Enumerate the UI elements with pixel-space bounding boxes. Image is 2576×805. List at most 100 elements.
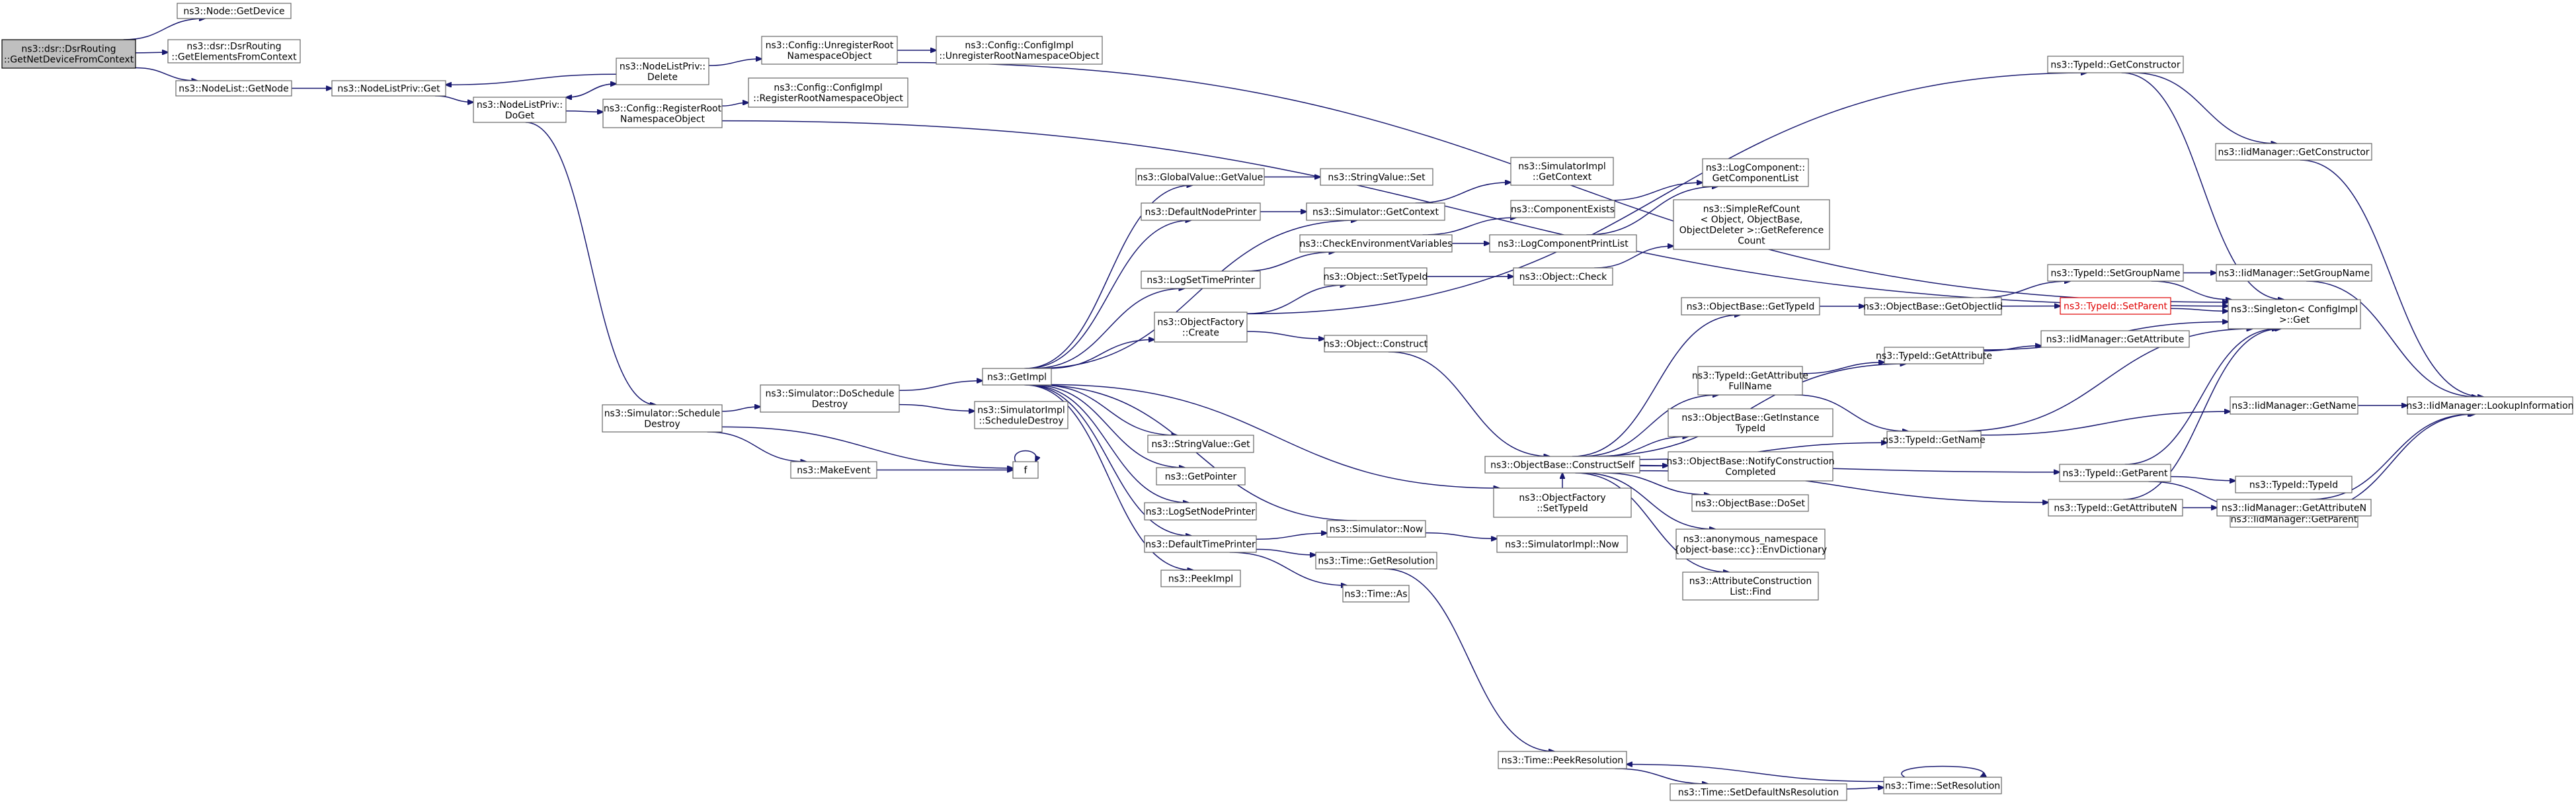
function-node-simulator-now[interactable]: ns3::Simulator::Now bbox=[1326, 520, 1426, 538]
function-node-objectfactory-create[interactable]: ns3::ObjectFactory::Create bbox=[1154, 312, 1248, 343]
node-label: ns3::ObjectBase::GetInstance bbox=[1681, 413, 1819, 423]
node-box bbox=[616, 58, 709, 85]
function-node-logcomponent-getlist[interactable]: ns3::LogComponent::GetComponentList bbox=[1702, 158, 1809, 187]
function-node-nodelistpriv-doget[interactable]: ns3::NodeListPriv::DoGet bbox=[473, 97, 567, 123]
function-node-object-construct[interactable]: ns3::Object::Construct bbox=[1324, 335, 1428, 353]
function-node-defaultnodeprinter[interactable]: ns3::DefaultNodePrinter bbox=[1141, 202, 1261, 221]
function-node-config-register[interactable]: ns3::Config::RegisterRootNamespaceObject bbox=[602, 99, 723, 128]
function-node-nodelistpriv-delete[interactable]: ns3::NodeListPriv::Delete bbox=[616, 58, 709, 85]
node-label: ns3::Config::ConfigImpl bbox=[774, 83, 882, 93]
function-node-object-check[interactable]: ns3::Object::Check bbox=[1513, 267, 1613, 286]
function-node-globalvalue-getvalue[interactable]: ns3::GlobalValue::GetValue bbox=[1135, 168, 1265, 186]
function-node-componentexists[interactable]: ns3::ComponentExists bbox=[1510, 200, 1615, 218]
function-node-config-unregister[interactable]: ns3::Config::UnregisterRootNamespaceObje… bbox=[761, 36, 898, 65]
node-label: ns3::Simulator::GetContext bbox=[1312, 207, 1439, 218]
call-edge bbox=[708, 59, 762, 66]
function-node-simulatorimpl-now[interactable]: ns3::SimulatorImpl::Now bbox=[1496, 535, 1628, 553]
function-node-anon-envdictionary[interactable]: ns3::anonymous_namespace{object-base::cc… bbox=[1674, 529, 1827, 560]
node-box bbox=[1147, 435, 1254, 453]
node-label: ns3::Singleton< ConfigImpl bbox=[2231, 304, 2358, 315]
function-node-iidmanager-getattribute[interactable]: ns3::IidManager::GetAttribute bbox=[2040, 330, 2190, 348]
function-node-objectfactory-settypeid[interactable]: ns3::ObjectFactory::SetTypeId bbox=[1493, 487, 1632, 518]
function-node-stringvalue-get[interactable]: ns3::StringValue::Get bbox=[1147, 435, 1254, 453]
function-node-makeevent[interactable]: ns3::MakeEvent bbox=[790, 461, 877, 479]
function-node-simulator-scheduledestroy[interactable]: ns3::Simulator::ScheduleDestroy bbox=[602, 404, 723, 433]
function-node-typeid-setgroupname[interactable]: ns3::TypeId::SetGroupName bbox=[2047, 264, 2184, 282]
node-box bbox=[2216, 499, 2372, 517]
call-edge bbox=[1594, 246, 1673, 269]
function-node-typeid-getconstructor[interactable]: ns3::TypeId::GetConstructor bbox=[2047, 56, 2184, 73]
function-node-simulator-getcontext[interactable]: ns3::Simulator::GetContext bbox=[1306, 202, 1445, 221]
function-node-logsettimeprinter[interactable]: ns3::LogSetTimePrinter bbox=[1141, 271, 1261, 289]
function-node-nodelist-getnode[interactable]: ns3::NodeList::GetNode bbox=[175, 80, 292, 97]
call-edge bbox=[1246, 73, 2087, 315]
function-node-checkenvvars[interactable]: ns3::CheckEnvironmentVariables bbox=[1299, 234, 1453, 253]
function-node-typeid-setparent[interactable]: ns3::TypeId::SetParent bbox=[2060, 297, 2171, 315]
function-node-configimpl-register[interactable]: ns3::Config::ConfigImpl::RegisterRootNam… bbox=[748, 77, 908, 108]
function-node-getpointer[interactable]: ns3::GetPointer bbox=[1156, 467, 1246, 486]
function-node-iidmanager-getconstructor[interactable]: ns3::IidManager::GetConstructor bbox=[2215, 143, 2372, 161]
node-box bbox=[1326, 520, 1426, 538]
function-node-nodelistpriv-get[interactable]: ns3::NodeListPriv::Get bbox=[331, 80, 446, 97]
node-label: Destroy bbox=[812, 400, 848, 410]
function-node-objectbase-gettypeid[interactable]: ns3::ObjectBase::GetTypeId bbox=[1681, 297, 1820, 316]
function-node-peekimpl[interactable]: ns3::PeekImpl bbox=[1160, 570, 1241, 587]
function-node-time-setdefaultnsresolution[interactable]: ns3::Time::SetDefaultNsResolution bbox=[1670, 783, 1847, 801]
function-node-dsr-getelements[interactable]: ns3::dsr::DsrRouting::GetElementsFromCon… bbox=[167, 39, 301, 64]
function-node-typeid-getattributen[interactable]: ns3::TypeId::GetAttributeN bbox=[2048, 499, 2183, 517]
function-node-objectbase-notifyconstruction[interactable]: ns3::ObjectBase::NotifyConstructionCompl… bbox=[1666, 451, 1835, 482]
function-node-object-settypeid[interactable]: ns3::Object::SetTypeId bbox=[1324, 267, 1428, 286]
call-edge bbox=[1575, 472, 1729, 572]
function-node-time-peekresolution[interactable]: ns3::Time::PeekResolution bbox=[1498, 751, 1627, 769]
node-box bbox=[1320, 168, 1433, 186]
node-label: ns3::Config::ConfigImpl bbox=[965, 40, 1073, 51]
function-node-defaulttimeprinter[interactable]: ns3::DefaultTimePrinter bbox=[1144, 535, 1257, 553]
function-node-f[interactable]: f bbox=[1012, 461, 1039, 479]
node-label: ns3::Time::PeekResolution bbox=[1502, 755, 1624, 766]
node-label: ns3::LogComponentPrintList bbox=[1498, 239, 1629, 249]
function-node-time-as[interactable]: ns3::Time::As bbox=[1342, 585, 1410, 603]
node-label: ns3::LogSetTimePrinter bbox=[1147, 275, 1255, 286]
function-node-typeid-getparent[interactable]: ns3::TypeId::GetParent bbox=[2059, 464, 2171, 482]
function-node-configimpl-unregister[interactable]: ns3::Config::ConfigImpl::UnregisterRootN… bbox=[936, 36, 1103, 65]
function-node-time-setresolution[interactable]: ns3::Time::SetResolution bbox=[1883, 777, 2002, 794]
function-node-objectbase-doset[interactable]: ns3::ObjectBase::DoSet bbox=[1691, 494, 1809, 512]
function-node-iidmanager-setgroupname[interactable]: ns3::IidManager::SetGroupName bbox=[2216, 264, 2372, 282]
call-edge bbox=[446, 73, 617, 85]
function-node-dsr-getnetdevice[interactable]: ns3::dsr::DsrRouting::GetNetDeviceFromCo… bbox=[1, 39, 136, 69]
node-label: ObjectDeleter >::GetReference bbox=[1679, 226, 1824, 236]
function-node-simulatorimpl-getcontext[interactable]: ns3::SimulatorImpl::GetContext bbox=[1510, 157, 1614, 186]
function-node-objectbase-constructself[interactable]: ns3::ObjectBase::ConstructSelf bbox=[1484, 456, 1640, 474]
function-node-time-getresolution[interactable]: ns3::Time::GetResolution bbox=[1315, 552, 1437, 570]
function-node-iidmanager-getattributen[interactable]: ns3::IidManager::GetAttributeN bbox=[2216, 499, 2372, 517]
function-node-stringvalue-set[interactable]: ns3::StringValue::Set bbox=[1320, 168, 1433, 186]
function-node-node-getdevice[interactable]: ns3::Node::GetDevice bbox=[177, 3, 292, 19]
function-node-iidmanager-getname[interactable]: ns3::IidManager::GetName bbox=[2230, 396, 2358, 415]
function-node-typeid-getattribute[interactable]: ns3::TypeId::GetAttribute bbox=[1876, 347, 1992, 364]
function-node-getimpl[interactable]: ns3::GetImpl bbox=[982, 368, 1052, 386]
node-box bbox=[1144, 502, 1257, 521]
node-label: Delete bbox=[647, 72, 678, 83]
function-node-singleton-get[interactable]: ns3::Singleton< ConfigImpl>::Get bbox=[2228, 299, 2361, 329]
function-node-iidmanager-lookupinformation[interactable]: ns3::IidManager::LookupInformation bbox=[2406, 396, 2574, 415]
call-edge bbox=[1580, 395, 1718, 457]
call-edge bbox=[721, 426, 1013, 468]
call-edge bbox=[2300, 159, 2483, 397]
function-node-simulatorimpl-scheduledestroy[interactable]: ns3::SimulatorImpl::ScheduleDestroy bbox=[974, 401, 1068, 429]
function-node-typeid-getname[interactable]: ns3::TypeId::GetName bbox=[1882, 431, 1986, 448]
node-label: ::SetTypeId bbox=[1537, 503, 1588, 514]
call-edge bbox=[565, 111, 603, 112]
function-node-objectbase-getobjectiid[interactable]: ns3::ObjectBase::GetObjectIid bbox=[1863, 297, 2003, 316]
node-label: ns3::DefaultNodePrinter bbox=[1145, 207, 1257, 218]
call-edge bbox=[1246, 285, 1346, 315]
function-node-simplerefcount[interactable]: ns3::SimpleRefCount< Object, ObjectBase,… bbox=[1673, 199, 1830, 250]
function-node-logcomponentprintlist[interactable]: ns3::LogComponentPrintList bbox=[1489, 234, 1637, 253]
function-node-typeid-typeid[interactable]: ns3::TypeId::TypeId bbox=[2235, 476, 2353, 493]
node-label: ns3::ObjectFactory bbox=[1519, 493, 1605, 503]
node-label: ns3::TypeId::TypeId bbox=[2249, 480, 2338, 491]
function-node-lognodeprinter[interactable]: ns3::LogSetNodePrinter bbox=[1144, 502, 1257, 521]
